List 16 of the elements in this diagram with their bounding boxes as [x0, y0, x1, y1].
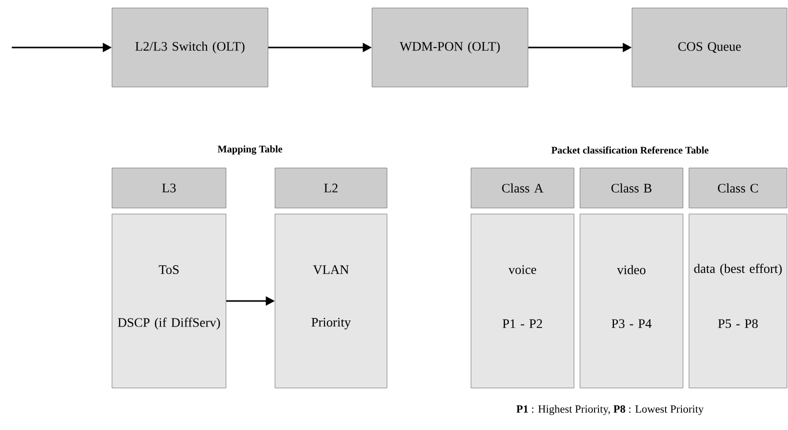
table-cell: video P3 - P4 — [580, 214, 684, 388]
table-cell: voice P1 - P2 — [470, 214, 574, 388]
header-cell: Class B — [580, 168, 684, 208]
table-cell: VLAN Priority — [274, 214, 388, 388]
process-box: L2/L3 Switch (OLT) — [112, 8, 268, 88]
table-cell: data (best effort) P5 - P8 — [688, 214, 788, 388]
table-cell: ToS DSCP (if DiffServ) — [112, 214, 226, 388]
header-cell: L3 — [112, 168, 226, 208]
process-box: COS Queue — [632, 8, 788, 88]
table-title: Packet classification Reference Table — [551, 146, 708, 154]
table-title: Mapping Table — [218, 145, 282, 155]
header-cell: L2 — [274, 168, 388, 208]
process-box: WDM-PON (OLT) — [372, 8, 528, 88]
note: P1 : Highest Priority, P8 : Lowest Priority — [516, 405, 704, 415]
header-cell: Class C — [688, 168, 788, 208]
header-cell: Class A — [470, 168, 574, 208]
